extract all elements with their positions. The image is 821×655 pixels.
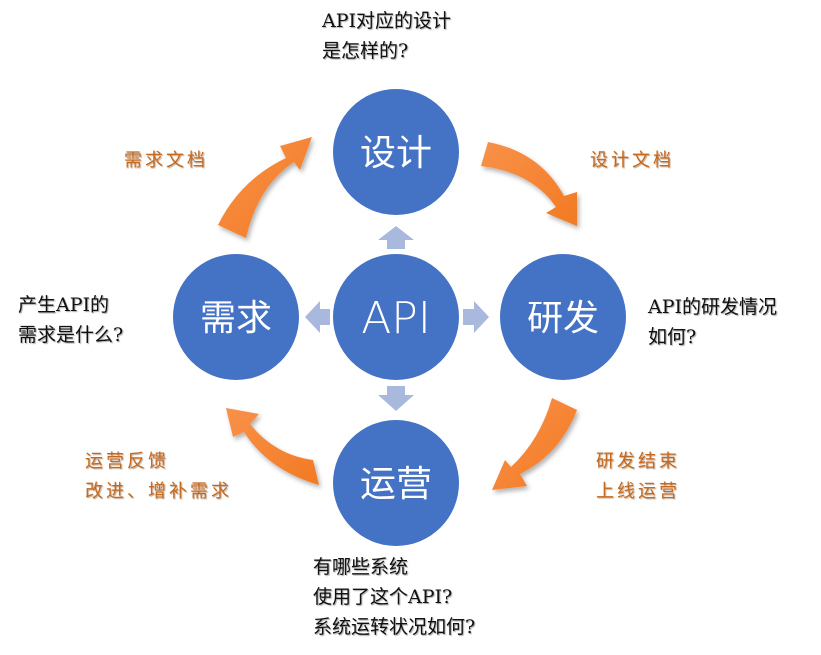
transition-line: 上线运营 (596, 481, 680, 502)
transition-line: 设计文档 (590, 150, 674, 171)
cycle-arrow-requirement-to-design (218, 137, 312, 238)
cycle-arrow-design-to-dev (481, 142, 577, 226)
question-development: API的研发情况 如何? (648, 292, 777, 352)
transition-design-to-dev: 设计文档 (590, 146, 674, 176)
arrow-down-icon (378, 386, 414, 411)
arrow-up-icon (378, 226, 414, 249)
node-development: 研发 (500, 254, 626, 380)
node-design-label: 设计 (360, 133, 432, 174)
transition-ops-to-requirement: 运营反馈 改进、增补需求 (85, 447, 232, 507)
question-line: 使用了这个API? (313, 586, 453, 608)
question-line: 系统运转状况如何? (313, 616, 476, 638)
question-line: 是怎样的? (322, 40, 409, 62)
cycle-arrow-ops-to-requirement (226, 408, 319, 485)
question-line: API的研发情况 (648, 296, 778, 318)
node-api-label: API (361, 293, 431, 344)
question-line: 产生API的 (18, 294, 110, 316)
transition-dev-to-ops: 研发结束 上线运营 (596, 447, 680, 507)
transition-line: 改进、增补需求 (85, 481, 232, 502)
question-design: API对应的设计 是怎样的? (322, 6, 451, 66)
question-line: API对应的设计 (322, 10, 452, 32)
node-operations-label: 运营 (360, 464, 432, 505)
arrow-left-icon (305, 301, 330, 333)
question-line: 有哪些系统 (313, 556, 409, 578)
node-requirement-label: 需求 (200, 298, 272, 339)
transition-line: 研发结束 (596, 451, 680, 472)
question-operations: 有哪些系统 使用了这个API? 系统运转状况如何? (313, 552, 475, 642)
transition-requirement-to-design: 需求文档 (124, 146, 208, 176)
transition-line: 需求文档 (124, 150, 208, 171)
question-line: 如何? (648, 326, 697, 348)
node-api: API (333, 254, 459, 380)
node-requirement: 需求 (173, 254, 299, 380)
node-design: 设计 (333, 89, 459, 215)
node-operations: 运营 (333, 420, 459, 546)
question-requirement: 产生API的 需求是什么? (18, 290, 123, 350)
transition-line: 运营反馈 (85, 451, 169, 472)
arrow-right-icon (463, 301, 489, 333)
node-development-label: 研发 (527, 298, 599, 339)
question-line: 需求是什么? (18, 324, 124, 346)
cycle-arrow-dev-to-ops (492, 398, 577, 490)
